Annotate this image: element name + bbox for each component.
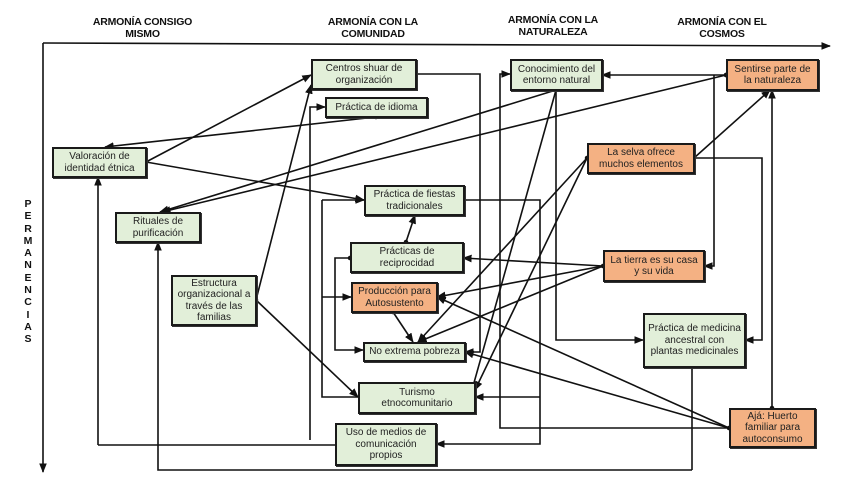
header-cosmos: ARMONÍA CON EL COSMOS <box>677 16 767 40</box>
edge-valoracion-fiestas <box>145 161 365 203</box>
node-rituales-purificacion: Rituales de purificación <box>115 212 201 243</box>
node-no-extrema-pobreza: No extrema pobreza <box>363 342 466 362</box>
node-selva-elementos: La selva ofrece muchos elementos <box>587 143 695 174</box>
edge-conocimiento-pobreza <box>468 89 557 398</box>
edge-reciprocidad-fiestas <box>403 214 416 245</box>
permanencias-letter: I <box>26 308 30 321</box>
edge-conocimiento-medicina <box>555 90 644 344</box>
node-centros-shuar: Centros shuar de organización <box>311 59 417 90</box>
node-practica-idioma: Práctica de idioma <box>325 97 428 118</box>
edge-idioma-valoracion <box>104 114 379 150</box>
edge-tierra-reciprocidad <box>462 254 606 269</box>
node-fiestas-tradicionales: Práctica de fiestas tradicionales <box>364 185 465 216</box>
edge-trunk-turismo <box>321 200 358 398</box>
edge-selva-turismo <box>474 157 588 391</box>
node-medios-comunicacion: Uso de medios de comunicación propios <box>335 423 437 466</box>
permanencias-letter: C <box>24 296 32 309</box>
edge-reciprocidad-pobreza <box>334 255 364 354</box>
permanencias-letter: E <box>24 271 32 284</box>
horizontal-axis <box>42 42 831 50</box>
edge-tierra-produccion <box>436 265 604 300</box>
permanencias-letter: A <box>24 320 32 333</box>
edge-valoracion-centros <box>143 74 312 165</box>
edge-estructura-centros <box>253 84 313 303</box>
node-aja-huerto: Ajá: Huerto familiar para autoconsumo <box>729 408 816 448</box>
edge-trunk-idioma <box>309 103 326 440</box>
header-comunidad: ARMONÍA CON LA COMUNIDAD <box>327 16 419 40</box>
edge-aja-pobreza <box>464 350 730 429</box>
node-produccion-autosustento: Producción para Autosustento <box>351 282 438 313</box>
edge-loop-rituales <box>154 241 692 471</box>
permanencias-letter: A <box>24 247 32 260</box>
permanencias-letter: M <box>23 234 33 247</box>
edge-aja-produccion <box>436 296 732 431</box>
node-tierra-casa: La tierra es su casa y su vida <box>603 250 705 282</box>
permanencias-letter: N <box>24 259 32 272</box>
node-practicas-reciprocidad: Prácticas de reciprocidad <box>350 242 464 273</box>
header-naturaleza: ARMONÍA CON LA NATURALEZA <box>507 14 599 38</box>
node-valoracion-identidad: Valoración de identidad étnica <box>52 147 147 178</box>
permanencias-letter: S <box>24 333 32 346</box>
edge-sentirse-tierra <box>703 75 715 270</box>
node-estructura-organizacional: Estructura organizacional a través de la… <box>171 275 257 326</box>
header-consigo-mismo: ARMONÍA CONSIGO MISMO <box>92 16 193 40</box>
node-sentirse-naturaleza: Sentirse parte de la naturaleza <box>726 59 819 91</box>
edge-estructura-turismo <box>255 299 359 398</box>
edge-selva-sentirse <box>691 89 771 161</box>
edge-selva-medicina <box>694 157 763 344</box>
node-turismo-etnocomunitario: Turismo etnocomunitario <box>358 382 476 414</box>
node-conocimiento-entorno: Conocimiento del entorno natural <box>510 59 603 91</box>
permanencias-letter: R <box>24 222 32 235</box>
node-medicina-ancestral: Práctica de medicina ancestral con plant… <box>643 313 746 368</box>
permanencias-letter: P <box>24 198 32 210</box>
permanencias-letter: E <box>24 210 32 223</box>
edge-produccion-pobreza <box>390 309 414 343</box>
permanencias-letter: N <box>24 284 32 297</box>
